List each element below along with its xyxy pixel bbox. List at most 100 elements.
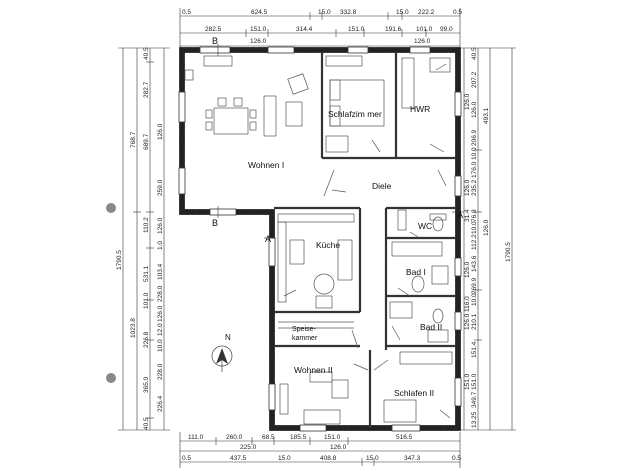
bottom-dim-9: 0.5 [182,455,191,462]
room-label-speisekammer-2: kammer [292,335,318,342]
bottom-dim-3: 68.5 [262,434,275,441]
room-label-schlafen-2: Schlafen II [394,388,434,398]
bottom-dim-2: 260.0 [226,434,243,441]
bottom-dimension-chain: 111.0 260.0 68.5 185.5 151.0 516.5 225.0… [179,432,461,468]
bottom-dim-8: 126.0 [330,444,347,451]
right-dim-mid-1: 493.1 [483,107,490,124]
right-dim-innermost-5: 126.0 [464,313,471,330]
left-dim-mid-2: 1023.8 [130,318,137,338]
room-label-schlafzimmer: Schlafzim mer [328,109,382,119]
right-dim-innermost-3: 126.0 [464,179,471,196]
left-dim-inner-6: 101.0 [143,292,150,309]
interior-walls [274,52,456,428]
top-dim-15: 126.0 [250,38,267,45]
left-dimension-chain: 1790.5 768.7 1023.8 40.5 282.7 689.7 110… [116,47,170,431]
right-dim-inner-1: 40.5 [471,47,478,60]
left-dim-innermost-5: 103.4 [157,263,164,280]
section-mark-b-top: B [212,36,218,46]
top-dim-5: 15.0 [396,9,409,16]
windows [178,46,462,432]
left-dim-outer: 1790.5 [116,250,123,270]
left-dim-inner-3: 689.7 [143,133,150,150]
bottom-dim-10: 437.5 [230,455,247,462]
bottom-dim-1: 111.0 [188,434,204,441]
right-dim-inner-9: 10.0 [471,221,478,234]
room-label-kueche: Küche [316,240,340,250]
left-dim-inner-2: 282.7 [143,81,150,98]
top-dim-1: 0.5 [182,9,191,16]
section-mark-a-right: A [457,210,463,220]
left-dim-innermost-6: 228.0 [157,285,164,302]
left-dim-inner-4: 110.2 [143,217,150,233]
right-dim-innermost-4: 126.0 [464,261,471,278]
left-dim-innermost-9: 228.0 [157,363,164,380]
room-label-bad-1: Bad I [406,267,426,277]
right-dim-inner-10: 112.2 [471,234,478,250]
room-label-wc: WC [418,221,432,231]
bottom-dim-14: 347.3 [404,455,421,462]
right-dim-inner-3: 126.0 [471,101,478,118]
right-dim-inner-7: 235.2 [471,179,478,196]
left-dim-inner-8: 365.0 [143,376,150,393]
top-dim-2: 624.5 [251,9,268,16]
right-dim-outer: 1790.5 [505,242,512,262]
room-label-wohnen-1: Wohnen I [248,160,284,170]
bottom-dim-11: 15.0 [278,455,291,462]
furniture-hwr [401,57,451,153]
right-dim-inner-14: 210.1 [471,313,478,330]
binder-hole-bottom [106,373,116,383]
furniture-kueche [277,213,355,309]
top-dim-7: 0.5 [453,9,462,16]
right-dim-inner-18: 13.25 [471,411,478,428]
section-mark-b-bottom: B [212,218,218,228]
right-dim-innermost-2: 31.4 [464,209,471,222]
right-dim-inner-5: 10.0 [471,147,478,160]
bottom-dim-6: 516.5 [396,434,413,441]
right-dim-inner-2: 207.2 [471,71,478,88]
right-dim-mid-2: 126.0 [483,219,490,236]
right-dim-inner-8: 76.8 [471,209,478,222]
binder-hole-top [106,203,116,213]
bottom-dim-7: 225.0 [240,444,257,451]
right-dim-innermost-6: 116.0 [464,296,471,312]
right-dim-inner-12: 269.9 [471,277,478,294]
top-dim-16: 126.0 [414,38,431,45]
left-dim-inner-1: 40.5 [143,47,150,60]
room-label-bad-2: Bad II [420,322,442,332]
right-dimension-chain: 1790.5 493.1 126.0 40.5 207.2 126.0 206.… [458,47,516,431]
top-dim-4: 332.8 [340,9,357,16]
room-label-speisekammer-1: Speise- [292,326,316,333]
right-dim-inner-16: 151.0 [471,373,478,390]
section-mark-a-left: A [265,234,271,244]
left-dim-innermost-10: 12.0 [157,323,164,336]
furniture-speisekammer [278,321,359,349]
north-label: N [225,333,231,342]
bottom-dim-4: 185.5 [290,434,307,441]
left-dim-inner-5: 531.1 [143,265,150,282]
top-dimension-chain: 0.5 624.5 15.0 332.8 15.0 222.2 0.5 282.… [179,8,462,52]
north-arrow-icon [211,345,233,372]
furniture-baeder [389,241,449,343]
right-dim-inner-11: 143.6 [471,255,478,272]
top-dim-14: 99.0 [440,26,453,33]
right-dim-inner-15: 151.4 [471,341,478,358]
section-lines [217,44,464,239]
left-dim-innermost-2: 259.0 [157,179,164,196]
room-label-wohnen-2: Wohnen II [294,365,333,375]
top-dim-6: 222.2 [418,9,435,16]
bottom-dim-13: 15.0 [366,455,379,462]
furniture-diele-wc [397,169,447,239]
top-dim-13: 101.0 [416,26,433,33]
left-dim-inner-7: 226.8 [143,331,150,348]
top-dim-8: 282.5 [205,26,222,33]
bottom-dim-15: 0.5 [452,455,461,462]
left-dim-innermost-1: 126.0 [157,123,164,140]
left-dim-inner-9: 40.5 [143,417,150,430]
top-dim-3: 15.0 [318,9,331,16]
room-label-diele: Diele [372,181,392,191]
top-dim-10: 314.4 [296,26,313,33]
right-dim-innermost-1: 126.0 [464,93,471,110]
bottom-dim-5: 151.0 [324,434,341,441]
right-dim-inner-6: 176.0 [471,161,478,178]
